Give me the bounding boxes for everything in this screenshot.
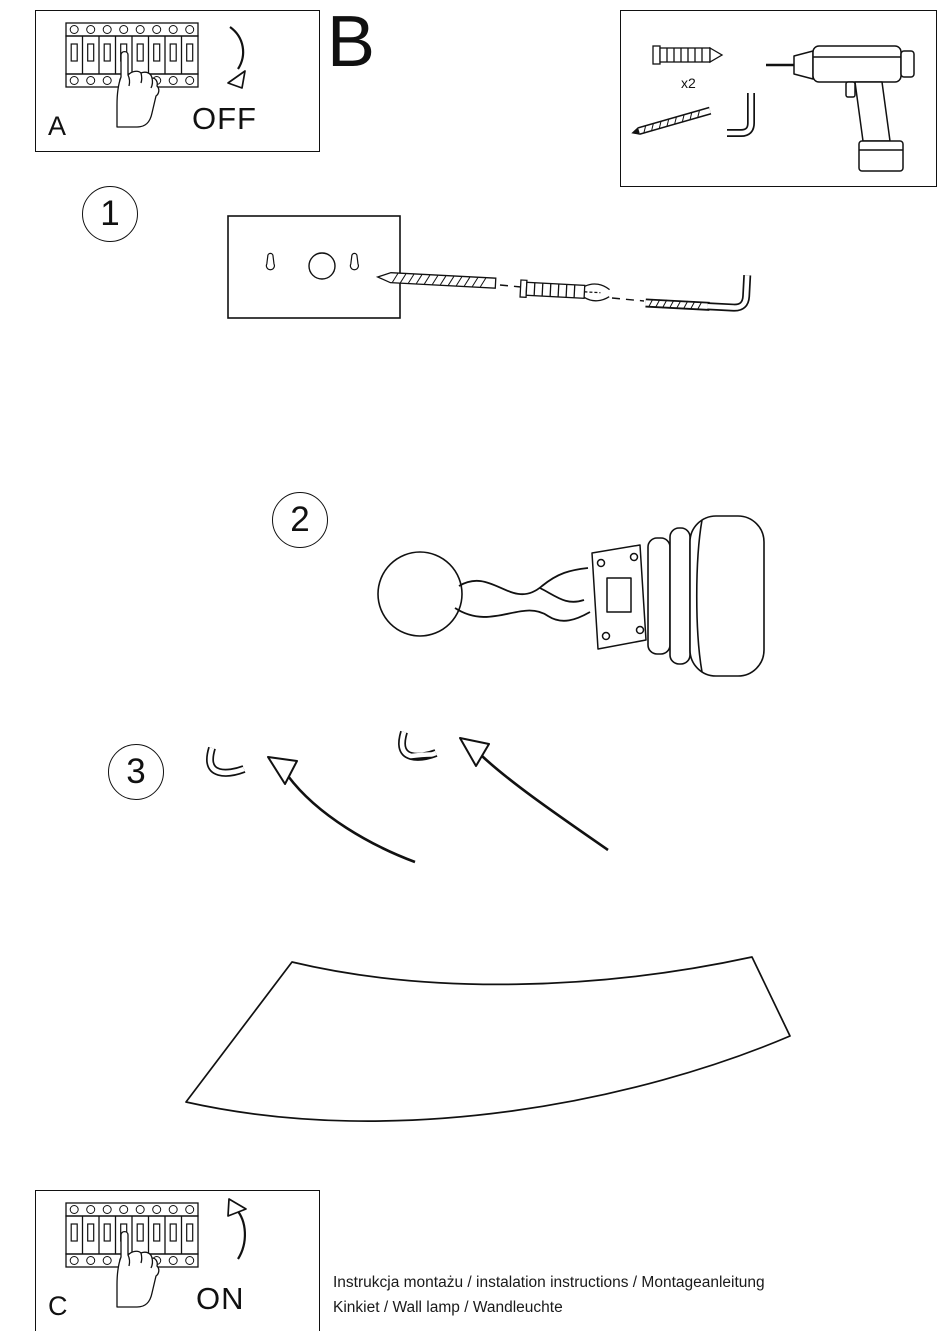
step-2-badge: 2 <box>272 492 328 548</box>
breaker-on-illustration <box>65 1198 247 1308</box>
lamp-body <box>647 515 765 677</box>
panel-a-letter: A <box>48 111 67 141</box>
hook-right <box>398 730 438 761</box>
keyhole-slots <box>265 252 359 271</box>
mounting-bracket <box>591 544 647 650</box>
panel-c-box: ON C <box>35 1190 320 1331</box>
step-2-illustration <box>377 515 765 677</box>
plug-quantity-label: x2 <box>681 75 696 91</box>
bulb <box>377 551 463 637</box>
off-label: OFF <box>192 101 257 136</box>
step-3-badge: 3 <box>108 744 164 800</box>
tools-box: x2 <box>620 10 937 187</box>
panel-c-letter: C <box>48 1291 68 1321</box>
step-3-number: 3 <box>126 752 146 791</box>
curved-arrow-right <box>459 737 609 852</box>
plate-center-hole <box>308 252 336 280</box>
on-label: ON <box>196 1281 245 1316</box>
step-1-number: 1 <box>100 194 120 233</box>
breaker-off-illustration <box>65 22 246 128</box>
assembly-dashed-line-2 <box>611 297 645 302</box>
section-b-letter: B <box>327 2 376 82</box>
step-3-illustration <box>206 730 609 864</box>
mounting-plate <box>227 215 401 319</box>
anchor-screw <box>375 272 497 289</box>
drill-icon <box>766 45 915 172</box>
wires <box>454 567 591 622</box>
step-2-number: 2 <box>290 500 310 539</box>
wall-plug-icon <box>652 45 724 65</box>
hook-screw <box>645 275 752 312</box>
hook-left <box>206 746 246 777</box>
panel-a-box: OFF A <box>35 10 320 152</box>
tools-illustration <box>631 45 915 172</box>
footer-line-2: Kinkiet / Wall lamp / Wandleuchte <box>333 1299 563 1316</box>
flip-down-arrow-icon <box>227 26 246 89</box>
flip-up-arrow-icon <box>227 1198 247 1260</box>
step-1-illustration <box>227 215 752 319</box>
breaker-panel-icon <box>65 1202 199 1308</box>
assembly-dashed-line <box>499 284 522 288</box>
expansion-plug <box>519 279 610 302</box>
lamp-shade <box>185 956 791 1122</box>
footer-line-1: Instrukcja montażu / instalation instruc… <box>333 1274 765 1291</box>
curved-arrow-left <box>267 756 416 864</box>
step-1-badge: 1 <box>82 186 138 242</box>
hook-icon <box>727 93 755 137</box>
screw-icon <box>631 106 712 135</box>
footer-text: Instrukcja montażu / instalation instruc… <box>333 1270 765 1320</box>
